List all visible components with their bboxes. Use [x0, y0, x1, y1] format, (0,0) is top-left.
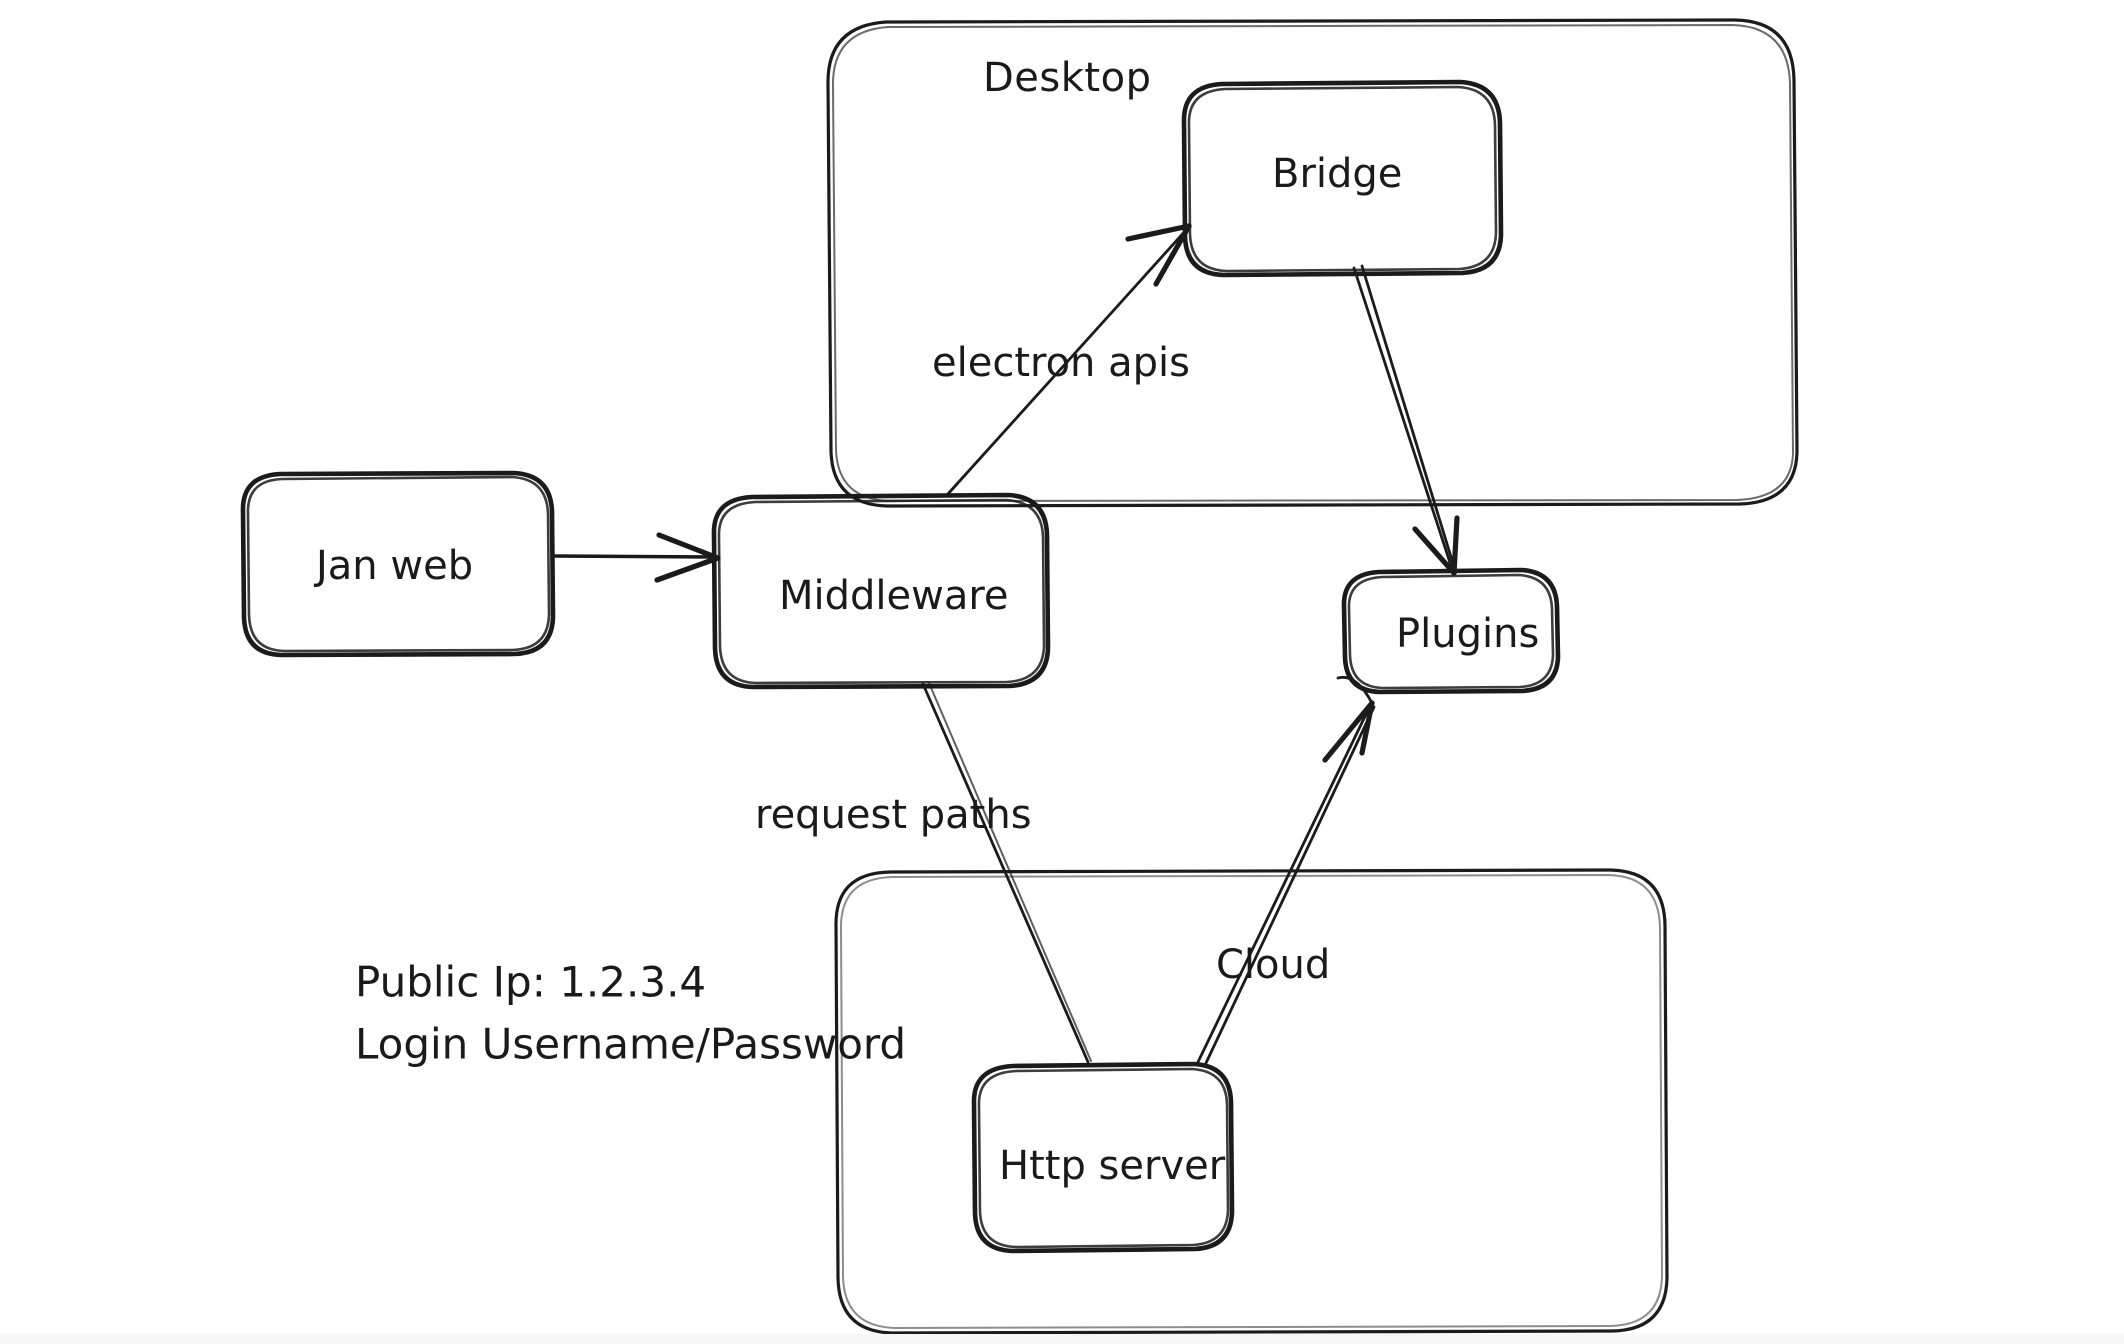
bridge-label: Bridge	[1272, 151, 1402, 197]
edge-bridge-to-plugins[interactable]	[1352, 264, 1460, 576]
note-public-ip: Public Ip: 1.2.3.4	[355, 958, 706, 1007]
edge-label-cloud: Cloud	[1216, 942, 1330, 988]
edge-http-server-to-plugins[interactable]: Cloud	[1196, 675, 1376, 1065]
note-login: Login Username/Password	[355, 1020, 906, 1069]
jan-to-middleware-arrowhead-lower	[654, 555, 721, 583]
http-server-box	[971, 1061, 1235, 1254]
http-to-plugins-arrowhead-lower	[1322, 700, 1375, 763]
notes-block: Public Ip: 1.2.3.4 Login Username/Passwo…	[355, 958, 906, 1069]
bridge-box-shadow	[1187, 85, 1498, 273]
node-bridge[interactable]: Bridge	[1181, 79, 1504, 278]
plugins-label: Plugins	[1396, 611, 1539, 657]
cloud-frame-outline-shadow	[839, 874, 1663, 1329]
middleware-label: Middleware	[779, 573, 1009, 619]
middleware-to-bridge-line	[945, 227, 1189, 497]
node-jan-web[interactable]: Jan web	[240, 470, 556, 658]
middleware-to-bridge-arrowhead-lower	[1153, 223, 1192, 287]
cloud-frame-outline	[834, 868, 1669, 1335]
container-desktop[interactable]: Desktop	[826, 18, 1799, 508]
middleware-box	[711, 492, 1051, 690]
middleware-to-bridge-arrowhead-upper	[1125, 223, 1192, 242]
container-desktop-label: Desktop	[983, 55, 1151, 101]
http-to-plugins-line-b	[1204, 705, 1376, 1065]
bridge-to-plugins-arrowhead-right	[1451, 515, 1460, 576]
bridge-to-plugins-line-b	[1360, 264, 1457, 572]
bridge-to-plugins-line-a	[1352, 266, 1455, 574]
middleware-to-http-line-shadow	[928, 682, 1092, 1062]
edge-label-electron-apis: electron apis	[932, 340, 1190, 386]
middleware-box-shadow	[717, 498, 1046, 685]
edge-middleware-to-bridge[interactable]: electron apis	[932, 223, 1192, 497]
edge-jan-web-to-middleware[interactable]	[551, 532, 721, 583]
desktop-frame-outline	[826, 18, 1799, 508]
node-plugins[interactable]: Plugins	[1341, 567, 1561, 695]
http-to-plugins-arrow-hook	[1336, 675, 1374, 705]
jan-web-box	[240, 470, 556, 658]
jan-to-middleware-line	[551, 554, 718, 559]
jan-web-box-shadow	[246, 475, 551, 653]
node-middleware[interactable]: Middleware	[711, 492, 1051, 690]
node-http-server[interactable]: Http server	[971, 1061, 1235, 1254]
middleware-to-http-line	[921, 682, 1090, 1064]
edge-middleware-to-http-server[interactable]: request paths	[755, 682, 1092, 1064]
jan-to-middleware-arrowhead-upper	[656, 532, 721, 561]
http-server-box-shadow	[977, 1067, 1230, 1249]
bridge-box	[1181, 79, 1504, 278]
desktop-frame-outline-shadow	[831, 24, 1794, 502]
edge-label-request-paths: request paths	[755, 792, 1032, 838]
plugins-box	[1341, 567, 1561, 695]
http-server-label: Http server	[999, 1143, 1226, 1189]
jan-web-label: Jan web	[313, 543, 473, 589]
http-to-plugins-line-a	[1196, 704, 1372, 1064]
http-to-plugins-arrowhead-inner	[1359, 700, 1375, 756]
plugins-box-shadow	[1347, 573, 1555, 690]
container-cloud[interactable]	[834, 868, 1669, 1335]
bridge-to-plugins-arrowhead-left	[1412, 526, 1457, 576]
